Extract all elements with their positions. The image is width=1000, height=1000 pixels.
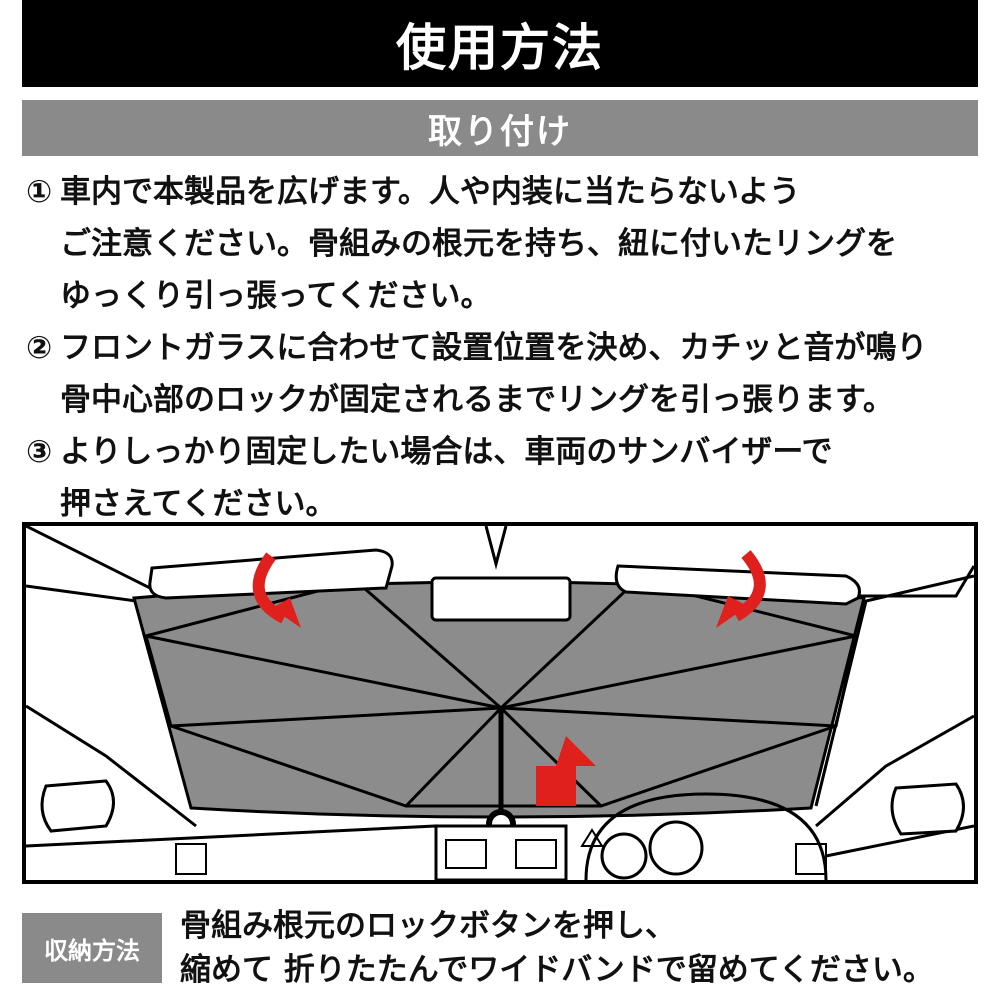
mirror-mount bbox=[484, 526, 508, 570]
rearview-mirror bbox=[430, 576, 572, 622]
air-vents bbox=[175, 839, 827, 875]
curved-arrow-head-right bbox=[716, 596, 748, 628]
gauge-center bbox=[648, 820, 704, 876]
section-title-bar: 取り付け bbox=[22, 100, 978, 156]
right-a-pillar bbox=[814, 574, 974, 807]
dashboard-left bbox=[26, 824, 438, 880]
section-title: 取り付け bbox=[428, 111, 572, 152]
storage-label: 収納方法 bbox=[22, 913, 162, 983]
up-arrow-icon bbox=[536, 736, 596, 806]
step-text: フロントガラスに合わせて設置位置を決め、カチッと音が鳴り 骨中心部のロックが固定… bbox=[60, 330, 928, 418]
center-console bbox=[434, 824, 568, 880]
steering-wheel bbox=[584, 792, 828, 880]
curved-arrow-icon bbox=[252, 552, 287, 624]
left-door-line bbox=[26, 704, 197, 828]
step-1: ① 車内で本製品を広げます。人や内装に当たらないよう ご注意ください。骨組みの根… bbox=[26, 166, 986, 322]
step-3: ③ よりしっかり固定したい場合は、車両のサンバイザーで 押さえてください。 bbox=[26, 426, 986, 530]
step-text: よりしっかり固定したい場合は、車両のサンバイザーで 押さえてください。 bbox=[60, 434, 833, 522]
gauge-left bbox=[600, 832, 648, 880]
step-number: ② bbox=[26, 330, 53, 366]
step-number: ③ bbox=[26, 434, 53, 470]
right-sun-visor bbox=[614, 564, 861, 606]
page-title-bar: 使用方法 bbox=[22, 0, 978, 87]
step-number: ① bbox=[26, 174, 53, 210]
right-door-line bbox=[815, 714, 974, 828]
page-title: 使用方法 bbox=[396, 18, 604, 77]
windshield-illustration bbox=[22, 522, 978, 884]
storage-text: 骨組み根元のロックボタンを押し、 縮めて 折りたたんでワイドバンドで留めてくださ… bbox=[180, 908, 934, 988]
instruction-steps: ① 車内で本製品を広げます。人や内装に当たらないよう ご注意ください。骨組みの根… bbox=[26, 166, 986, 530]
step-2: ② フロントガラスに合わせて設置位置を決め、カチッと音が鳴り 骨中心部のロックが… bbox=[26, 322, 986, 426]
car-interior-drawing bbox=[26, 526, 974, 880]
right-side-mirror bbox=[890, 782, 965, 836]
step-text: 車内で本製品を広げます。人や内装に当たらないよう ご注意ください。骨組みの根元を… bbox=[60, 174, 897, 314]
left-sun-visor bbox=[148, 548, 394, 600]
curved-arrow-head-left bbox=[272, 598, 301, 628]
curved-arrow-icon bbox=[732, 550, 766, 622]
storage-section: 収納方法 骨組み根元のロックボタンを押し、 縮めて 折りたたんでワイドバンドで留… bbox=[22, 903, 982, 993]
left-side-mirror bbox=[40, 779, 115, 833]
